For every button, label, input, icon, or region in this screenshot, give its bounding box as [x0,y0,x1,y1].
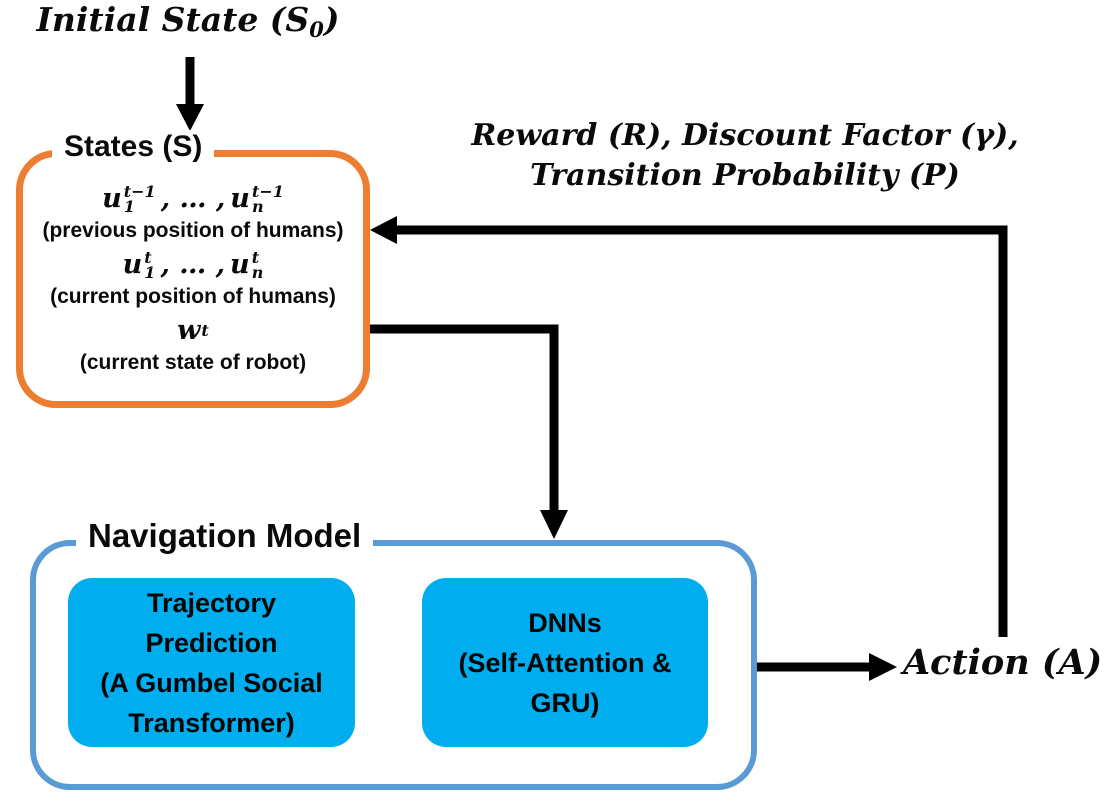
reward-line-2: Transition Probability (P) [530,158,960,193]
math-base: u [230,248,250,280]
math-superscript: t [251,248,260,267]
navigation-model-box: Trajectory Prediction (A Gumbel Social T… [30,540,757,790]
dnn-line: GRU) [530,687,600,718]
math-subscript: n [251,197,264,216]
initial-to-states-arrow [176,57,204,131]
math-superscript: t−1 [251,182,284,201]
trajectory-line: (A Gumbel Social [100,667,323,698]
math-superscript: t−1 [123,182,156,201]
math-base: w [177,314,201,346]
action-label: Action (A) [903,642,1103,683]
math-superscript: t [144,248,152,267]
math-subscript: 1 [144,263,156,282]
dnn-line: (Self-Attention & [458,647,672,678]
robot-state-caption: (current state of robot) [79,351,307,374]
states-to-navigation-arrow [367,324,568,539]
navigation-to-action-arrow [757,653,897,681]
math-subscript: n [251,263,264,282]
initial-state-label: Initial State (S0) [14,0,362,42]
current-positions-caption: (current position of humans) [50,285,336,308]
states-box-title: States (S) [52,130,215,164]
reward-line-1: Reward (R), Discount Factor (γ), [471,118,1019,153]
dnn-module: DNNs (Self-Attention & GRU) [422,578,708,747]
previous-positions-caption: (previous position of humans) [42,219,344,242]
math-base: u [230,182,250,214]
initial-state-close-paren: ) [323,0,340,39]
math-ellipsis: , … , [160,248,226,280]
navigation-model-title: Navigation Model [76,517,374,555]
math-superscript: t [201,320,209,340]
trajectory-line: Trajectory [146,587,277,618]
initial-state-text: Initial State (S [36,0,310,39]
trajectory-line: Transformer) [128,707,295,738]
math-ellipsis: , … , [160,182,226,214]
reward-feedback-arrow [370,216,1008,637]
trajectory-prediction-module: Trajectory Prediction (A Gumbel Social T… [68,578,355,747]
reward-discount-transition-label: Reward (R), Discount Factor (γ), Transit… [415,116,1075,196]
initial-state-subscript: 0 [309,17,324,42]
math-subscript: 1 [123,197,135,216]
trajectory-line: Prediction [145,627,278,658]
math-base: u [122,248,143,280]
math-base: u [102,182,122,214]
dnn-line: DNNs [528,607,602,638]
